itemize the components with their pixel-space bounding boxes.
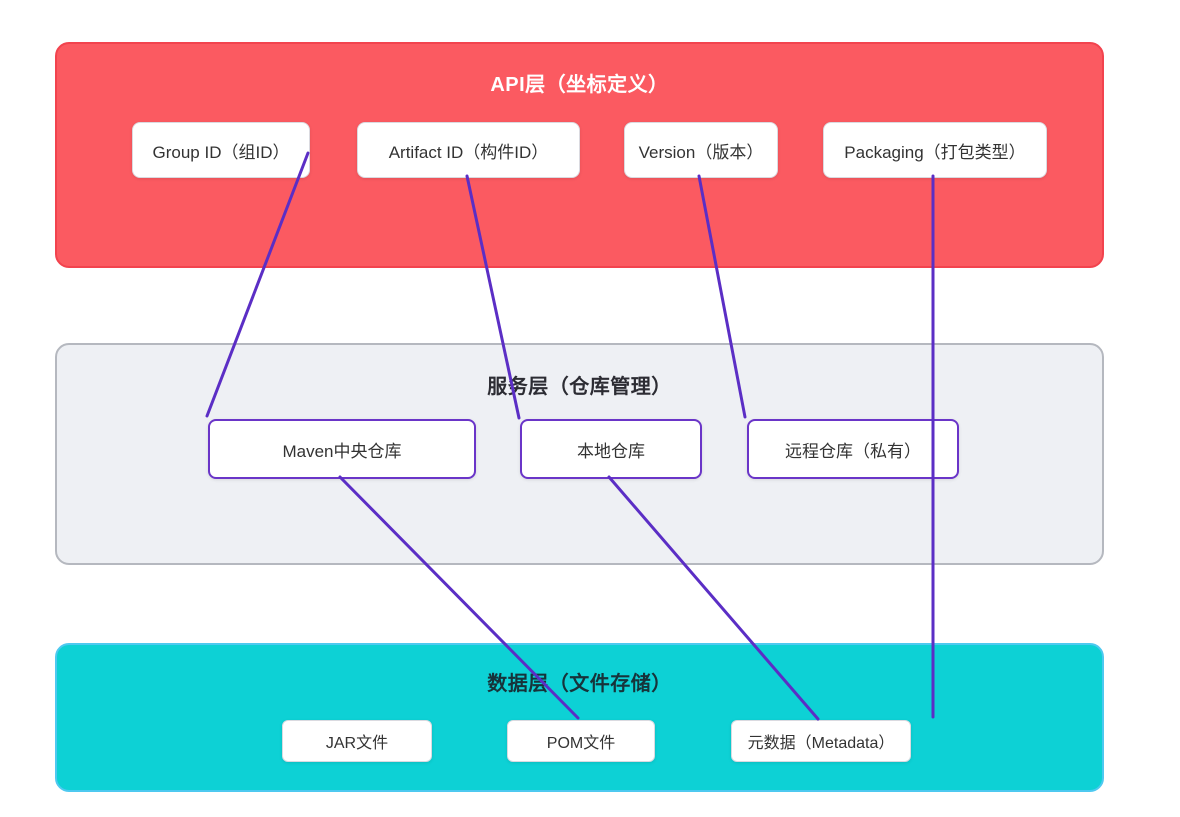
layer-api: API层（坐标定义） Group ID（组ID） Artifact ID（构件I… [55, 42, 1104, 268]
node-artifact-id: Artifact ID（构件ID） [357, 122, 580, 178]
node-version: Version（版本） [624, 122, 778, 178]
layer-data-title: 数据层（文件存储） [487, 673, 672, 695]
node-pom-file: POM文件 [507, 720, 655, 762]
layer-api-title: API层（坐标定义） [490, 74, 669, 96]
node-metadata: 元数据（Metadata） [731, 720, 911, 762]
layer-service: 服务层（仓库管理） Maven中央仓库 本地仓库 远程仓库（私有） [55, 343, 1104, 565]
node-local-repo: 本地仓库 [520, 419, 702, 479]
node-remote-repo: 远程仓库（私有） [747, 419, 959, 479]
node-jar-file: JAR文件 [282, 720, 432, 762]
layer-data: 数据层（文件存储） JAR文件 POM文件 元数据（Metadata） [55, 643, 1104, 792]
node-maven-central-repo: Maven中央仓库 [208, 419, 476, 479]
node-packaging: Packaging（打包类型） [823, 122, 1047, 178]
node-group-id: Group ID（组ID） [132, 122, 310, 178]
layer-service-title: 服务层（仓库管理） [487, 376, 672, 398]
